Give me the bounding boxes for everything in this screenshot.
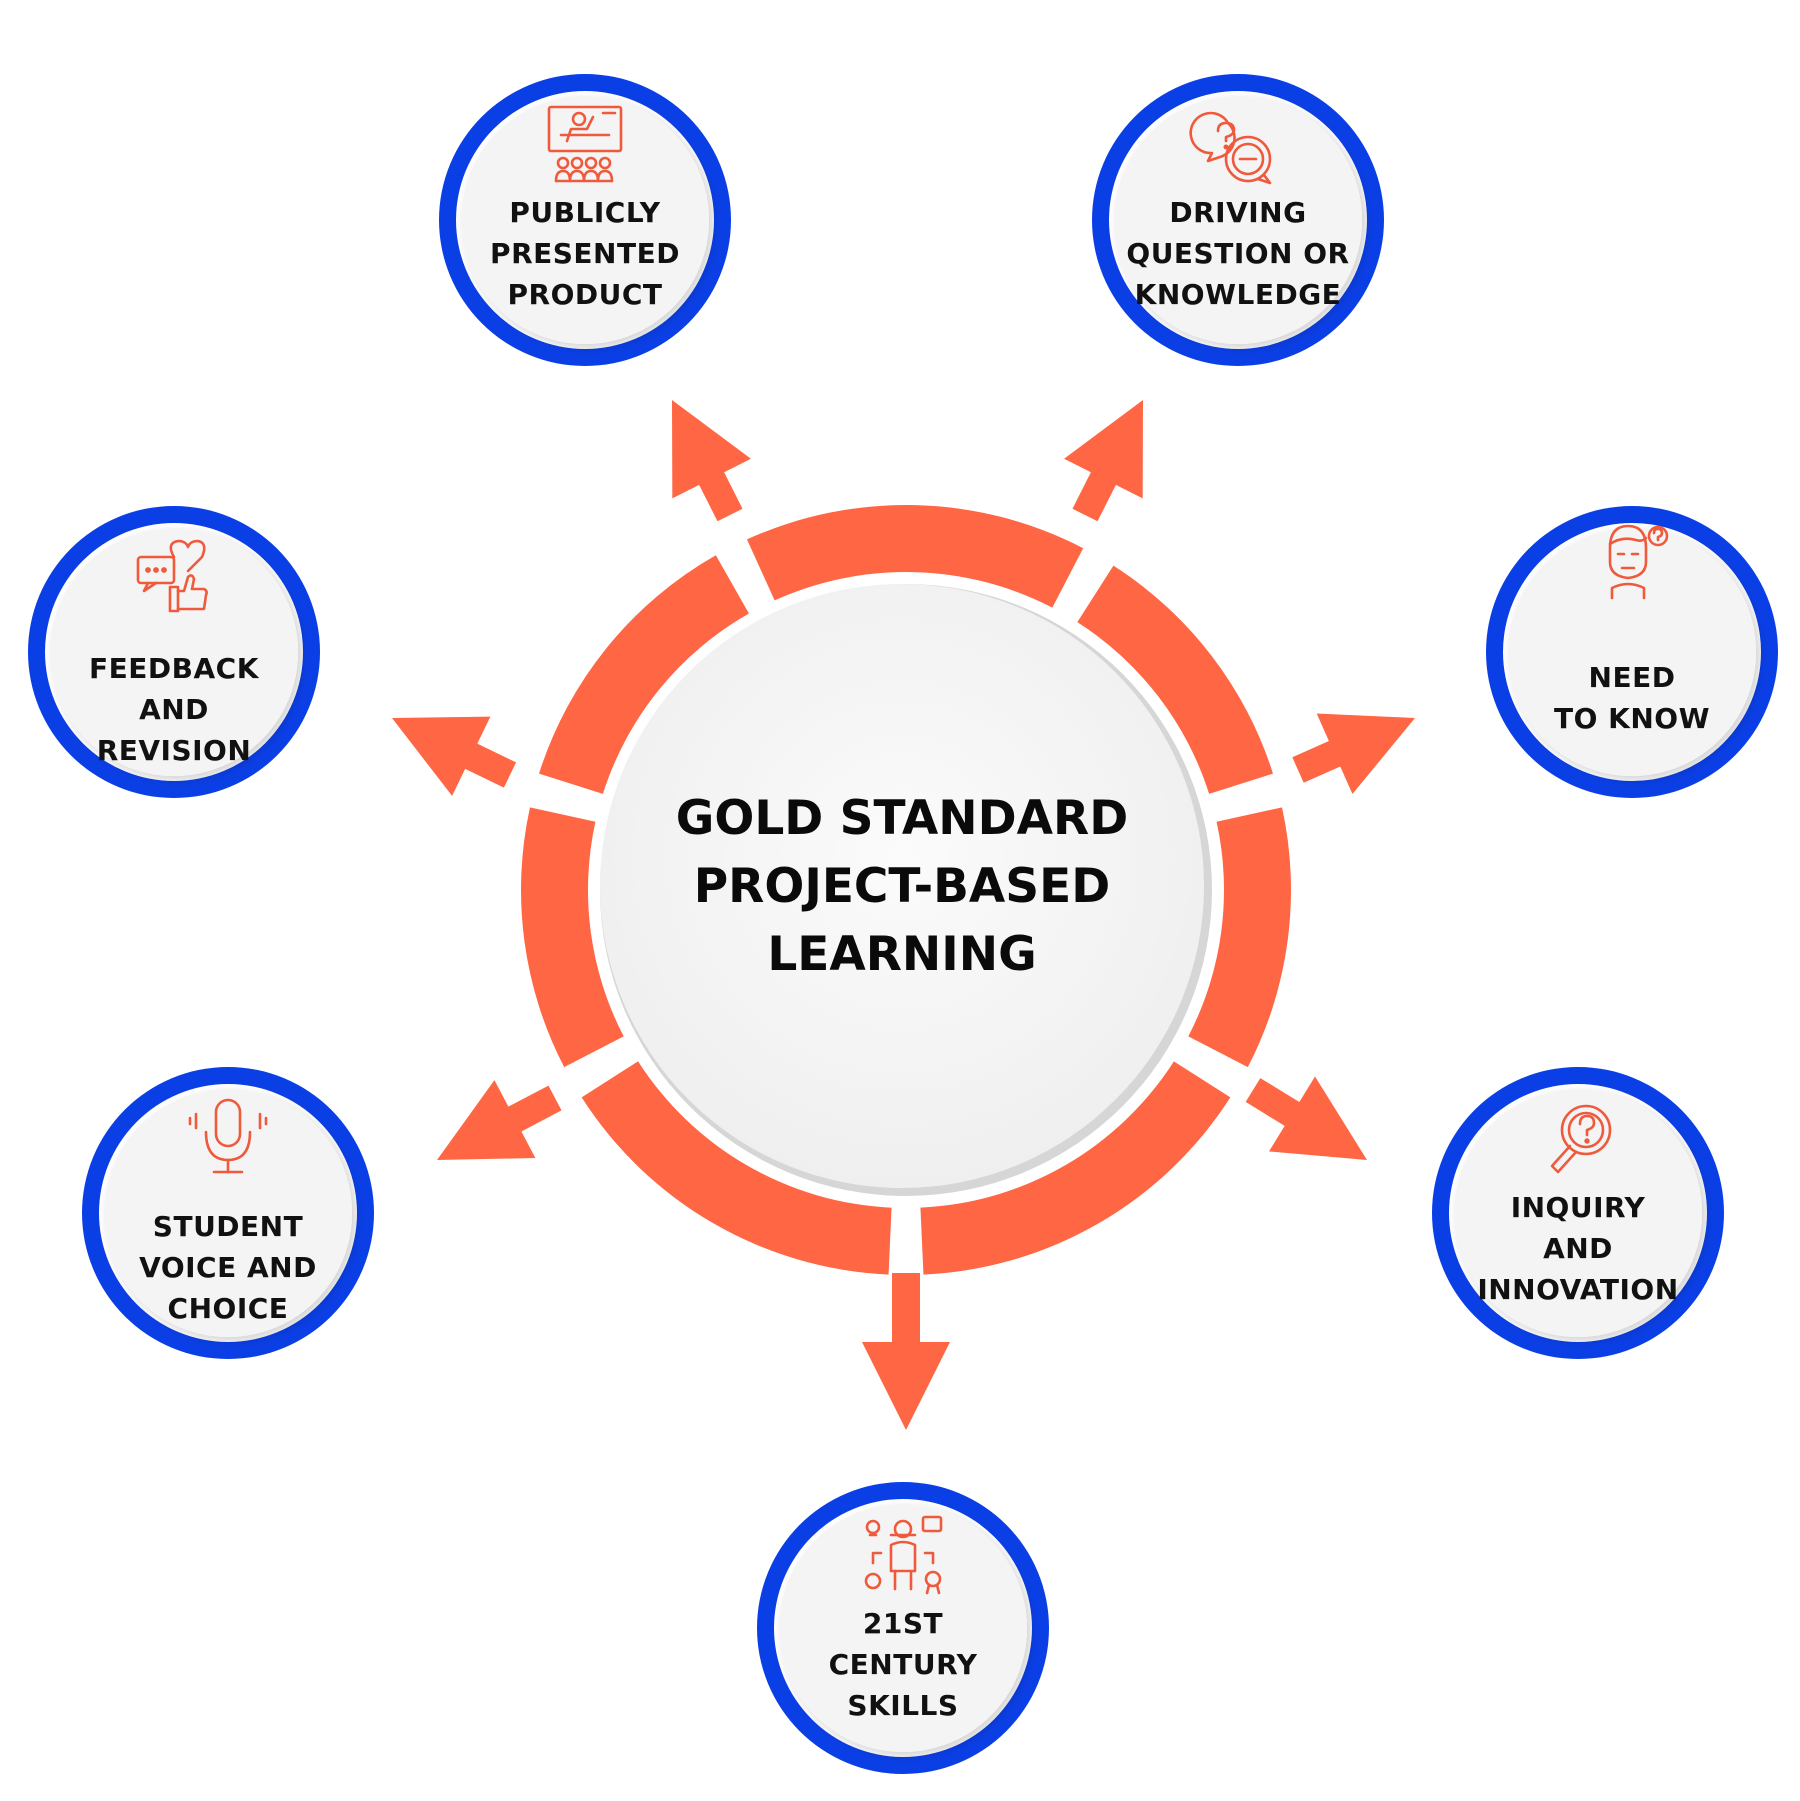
- node-publicly-presented-product: [439, 74, 731, 366]
- node-label-line: TO KNOW: [1554, 702, 1710, 735]
- node-label-line: AND: [139, 693, 209, 726]
- node-label-line: QUESTION OR: [1126, 237, 1350, 270]
- node-label-line: REVISION: [96, 734, 252, 767]
- ring-segment: [1077, 565, 1273, 794]
- node-publicly-presented-product-label: PUBLICLY PRESENTED PRODUCT: [435, 192, 735, 315]
- center-title-line-3: LEARNING: [767, 927, 1037, 982]
- node-driving-question-or-knowledge-label: DRIVING QUESTION OR KNOWLEDGE: [1088, 192, 1388, 315]
- node-21st-century-skills: [757, 1482, 1049, 1774]
- node-label-line: PRODUCT: [507, 278, 663, 311]
- ring-segment: [539, 555, 749, 794]
- arrow: [437, 1080, 562, 1160]
- arrows-group: [392, 400, 1415, 1430]
- feedback-chat-thumbs-up-icon: [136, 539, 208, 613]
- microphone-icon: [188, 1098, 268, 1174]
- node-label-line: INQUIRY: [1510, 1191, 1646, 1224]
- node-student-voice-and-choice: [82, 1067, 374, 1359]
- node-label-line: CHOICE: [167, 1292, 289, 1325]
- node-label-line: NEED: [1588, 661, 1676, 694]
- node-student-voice-and-choice-label: STUDENT VOICE AND CHOICE: [78, 1206, 378, 1329]
- arrow: [672, 400, 751, 522]
- node-need-to-know-label: NEED TO KNOW: [1482, 657, 1782, 739]
- ring-segment: [520, 807, 624, 1068]
- node-feedback-and-revision-label: FEEDBACK AND REVISION: [24, 648, 324, 771]
- ring-segment: [581, 1061, 892, 1275]
- question-chat-bubbles-icon: [1189, 111, 1272, 185]
- node-label-line: SKILLS: [847, 1689, 959, 1722]
- node-need-to-know: [1486, 506, 1778, 798]
- node-disc: [779, 1504, 1027, 1752]
- node-label-line: DRIVING: [1169, 196, 1307, 229]
- node-inquiry-and-innovation-label: INQUIRY AND INNOVATION: [1428, 1187, 1728, 1310]
- node-label-line: INNOVATION: [1477, 1273, 1679, 1306]
- node-label-line: STUDENT: [152, 1210, 304, 1243]
- node-label-line: 21ST: [862, 1607, 944, 1640]
- center-title-line-2: PROJECT-BASED: [693, 859, 1111, 914]
- node-disc: [50, 528, 298, 776]
- confused-person-question-icon: [1608, 524, 1669, 600]
- node-label-line: FEEDBACK: [89, 652, 259, 685]
- node-disc: [1508, 528, 1756, 776]
- node-feedback-and-revision: [28, 506, 320, 798]
- node-label-line: KNOWLEDGE: [1134, 278, 1342, 311]
- center-ring: [520, 505, 1291, 1275]
- arrow: [1292, 713, 1415, 794]
- node-inquiry-and-innovation: [1432, 1067, 1724, 1359]
- presentation-audience-icon: [547, 105, 623, 183]
- node-disc: [1454, 1089, 1702, 1337]
- magnifier-question-icon: [1550, 1104, 1612, 1174]
- nodes-group: [28, 74, 1778, 1774]
- node-label-line: CENTURY: [828, 1648, 978, 1681]
- node-disc: [461, 96, 709, 344]
- ring-segment: [746, 505, 1084, 608]
- node-label-line: VOICE AND: [139, 1251, 317, 1284]
- node-label-line: PRESENTED: [490, 237, 680, 270]
- arrow: [1064, 400, 1143, 522]
- node-label-line: PUBLICLY: [509, 196, 661, 229]
- node-disc: [104, 1089, 352, 1337]
- person-skills-icon: [864, 1515, 943, 1595]
- center-title: GOLD STANDARD PROJECT-BASED LEARNING: [602, 785, 1202, 989]
- arrow: [392, 716, 517, 796]
- node-label-line: AND: [1543, 1232, 1613, 1265]
- ring-segment: [920, 1061, 1231, 1275]
- arrow: [1245, 1076, 1367, 1160]
- arrow: [862, 1273, 950, 1430]
- center-title-line-1: GOLD STANDARD: [675, 791, 1129, 846]
- node-21st-century-skills-label: 21ST CENTURY SKILLS: [753, 1603, 1053, 1726]
- ring-segment: [1188, 807, 1291, 1068]
- node-driving-question-or-knowledge: [1092, 74, 1384, 366]
- center-disc: [600, 584, 1212, 1196]
- node-disc: [1114, 96, 1362, 344]
